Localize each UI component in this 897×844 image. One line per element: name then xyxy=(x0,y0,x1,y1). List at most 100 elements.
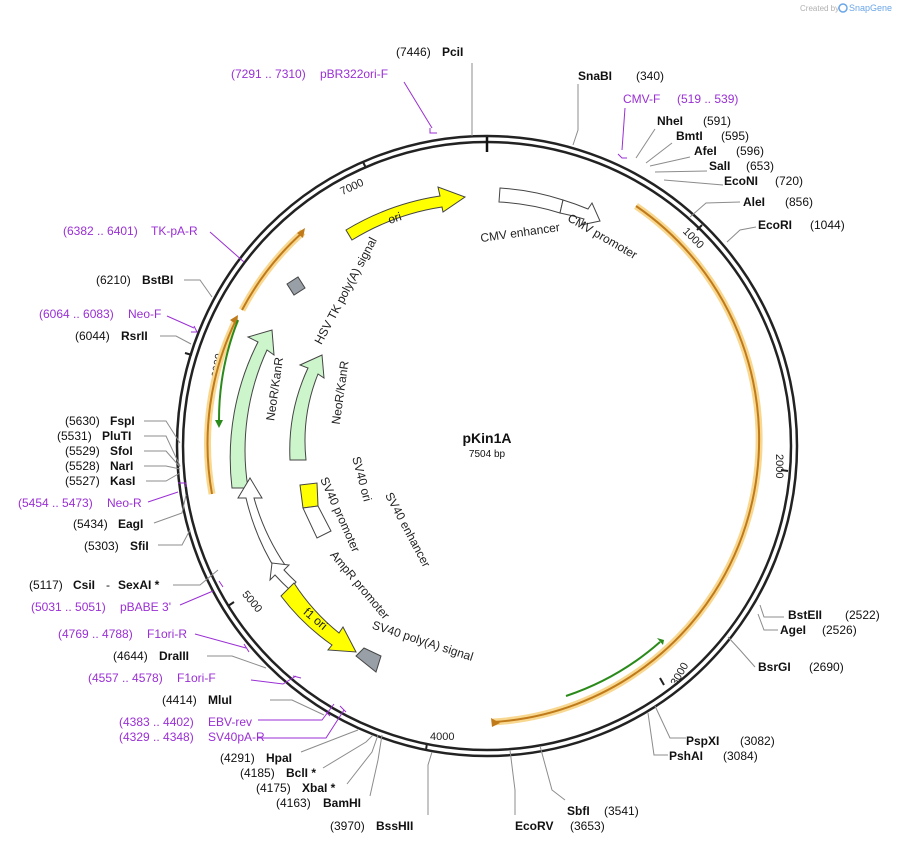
feature-hsv-tk[interactable] xyxy=(286,276,306,296)
feature-neor-inner-label: NeoR/KanR xyxy=(329,360,352,426)
primer-range-tk-pa-r: (6382 .. 6401) xyxy=(63,224,138,238)
site-pos-nari: (5528) xyxy=(65,459,100,473)
primer-name-f1ori-f: F1ori-F xyxy=(177,671,216,685)
site-pos-csii: (5117) xyxy=(29,578,63,592)
orf-left xyxy=(206,319,237,495)
orf-right-glow xyxy=(492,203,763,726)
site-name-sexai: SexAI * xyxy=(118,578,160,592)
site-name-pcii: PciI xyxy=(442,45,463,59)
feature-cmv-enhancer[interactable] xyxy=(498,187,564,214)
feature-sv40-enhancer[interactable] xyxy=(302,505,332,539)
site-name-bstbi: BstBI xyxy=(142,273,173,287)
orf-right-arrowhead xyxy=(491,718,500,727)
site-pos-bstbi: (6210) xyxy=(96,273,131,287)
feature-cmv-promoter[interactable] xyxy=(559,199,601,226)
site-name-alei: AleI xyxy=(743,195,765,209)
site-name-ecorv: EcoRV xyxy=(515,819,553,833)
primer-name-cmv-f: CMV-F xyxy=(623,92,660,106)
site-pos-ecorv: (3653) xyxy=(570,819,605,833)
primer-name-f1ori-r: F1ori-R xyxy=(147,627,187,641)
site-pos-fspi: (5630) xyxy=(65,414,100,428)
site-name-csii: CsiI xyxy=(73,578,95,592)
feature-ampr-promoter-label: AmpR promoter xyxy=(327,548,392,622)
site-name-bsrgi: BsrGI xyxy=(758,660,791,674)
site-name-bmti: BmtI xyxy=(676,129,703,143)
feature-sv40-enhancer-label: SV40 enhancer xyxy=(382,490,433,570)
site-name-draiii: DraIII xyxy=(159,649,189,663)
site-pos-xbai: (4175) xyxy=(256,781,291,795)
primer-name-tk-pa-r: TK-pA-R xyxy=(151,224,198,238)
primer-range-cmv-f: (519 .. 539) xyxy=(677,92,738,106)
site-name-rsrii: RsrII xyxy=(121,329,148,343)
feature-sv40-polya[interactable] xyxy=(355,647,382,673)
tick-5000 xyxy=(227,601,235,607)
tick-label-7000: 7000 xyxy=(338,177,365,198)
tick-1000 xyxy=(696,224,703,231)
feature-ori[interactable] xyxy=(345,186,467,241)
site-name-agei: AgeI xyxy=(780,623,806,637)
site-pos-nhei: (591) xyxy=(703,114,731,128)
site-pos-draiii: (4644) xyxy=(113,649,148,663)
site-pos-bsshii: (3970) xyxy=(330,819,365,833)
feature-ampr-promoter[interactable] xyxy=(269,562,297,591)
tick-2000 xyxy=(780,469,789,472)
site-name-bcli: BclI * xyxy=(286,766,316,780)
site-pos-agei: (2526) xyxy=(822,623,857,637)
feature-sv40-ori[interactable] xyxy=(299,482,319,509)
site-pos-kasi: (5527) xyxy=(65,474,100,488)
feature-neor-outer[interactable] xyxy=(229,329,275,489)
site-pos-bmti: (595) xyxy=(721,129,749,143)
site-pos-sfoi: (5529) xyxy=(65,444,100,458)
site-name-ecori: EcoRI xyxy=(758,218,792,232)
site-pos-hpai: (4291) xyxy=(220,751,255,765)
primer-name-neo-f: Neo-F xyxy=(128,307,161,321)
primer-range-ebv-rev: (4383 .. 4402) xyxy=(119,715,194,729)
site-pos-bsteii: (2522) xyxy=(845,608,880,622)
site-name-econi: EcoNI xyxy=(724,174,758,188)
feature-neor-outer-label: NeoR/KanR xyxy=(263,356,286,422)
primer-range-pbr322ori-f: (7291 .. 7310) xyxy=(231,67,306,81)
site-pos-mlui: (4414) xyxy=(162,693,197,707)
site-name-bamhi: BamHI xyxy=(323,796,361,810)
site-name-mlui: MluI xyxy=(208,693,232,707)
site-name-bsteii: BstEII xyxy=(788,608,822,622)
primer-range-pbabe3: (5031 .. 5051) xyxy=(31,600,106,614)
orf-green-arc xyxy=(565,641,661,697)
neo-green-arrowhead xyxy=(215,420,223,428)
primer-range-sv40pa-r: (4329 .. 4348) xyxy=(119,730,194,744)
site-name-sali: SalI xyxy=(709,159,730,173)
primer-range-f1ori-r: (4769 .. 4788) xyxy=(58,627,133,641)
site-pos-snabi: (340) xyxy=(636,69,664,83)
site-name-bsshii: BssHII xyxy=(376,819,413,833)
site-pos-rsrii: (6044) xyxy=(75,329,110,343)
tick-6000 xyxy=(184,352,193,356)
credit-brand: SnapGene xyxy=(849,3,892,13)
feature-sv40-ori-label: SV40 ori xyxy=(349,455,374,503)
site-name-eagi: EagI xyxy=(118,517,143,531)
feature-neor-inner[interactable] xyxy=(289,354,325,461)
tick-4000 xyxy=(425,742,428,751)
feature-ori-label: ori xyxy=(386,209,403,226)
site-name-fspi: FspI xyxy=(110,414,135,428)
site-pos-afei: (596) xyxy=(736,144,764,158)
feature-sv40-promoter[interactable] xyxy=(237,477,286,573)
site-pos-pcii: (7446) xyxy=(396,45,431,59)
site-pos-sali: (653) xyxy=(746,159,774,173)
backbone-outer xyxy=(175,134,799,758)
credit-text: Created by xyxy=(800,4,839,13)
neo-green-arc xyxy=(217,319,239,421)
feature-f1-ori[interactable] xyxy=(280,582,357,653)
site-name-kasi: KasI xyxy=(110,474,135,488)
site-pos-bsrgi: (2690) xyxy=(809,660,844,674)
site-name-afei: AfeI xyxy=(694,144,717,158)
site-name-hpai: HpaI xyxy=(266,751,292,765)
snapgene-logo-icon xyxy=(838,3,848,13)
plasmid-name: pKin1A xyxy=(463,430,512,446)
plasmid-size: 7504 bp xyxy=(469,449,506,460)
primer-name-pbabe3: pBABE 3' xyxy=(120,600,171,614)
feature-cmv-promoter-label: CMV promoter xyxy=(565,211,640,262)
primer-range-f1ori-f: (4557 .. 4578) xyxy=(88,671,163,685)
primer-labels: (7291 .. 7310) pBR322ori-F CMV-F (519 ..… xyxy=(18,67,738,744)
site-name-nari: NarI xyxy=(110,459,133,473)
